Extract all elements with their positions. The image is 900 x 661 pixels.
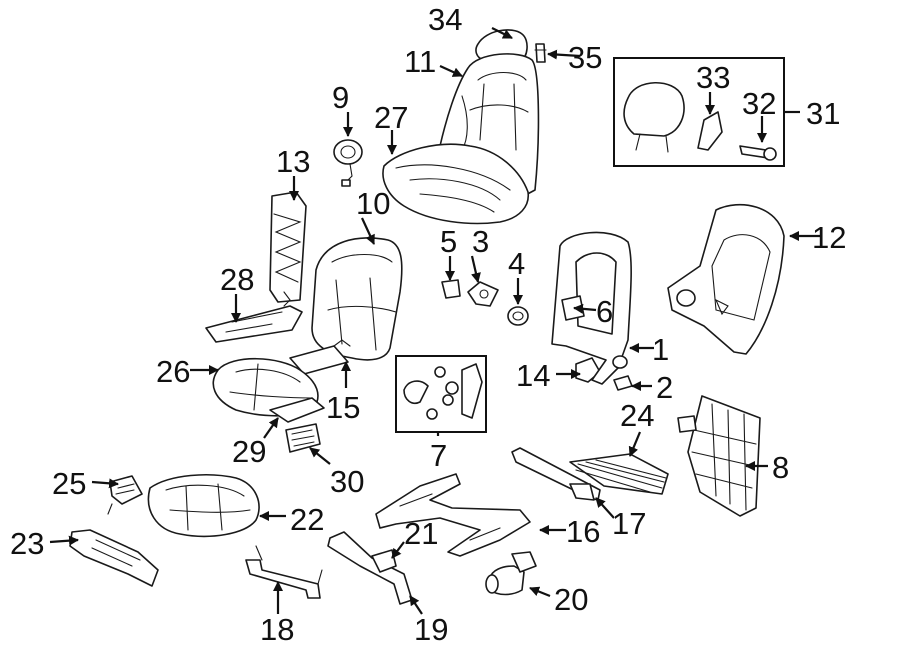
part-27-seat-cushion-assembly xyxy=(382,143,529,225)
callout-numbers: 34 35 11 9 27 33 32 31 10 13 12 5 3 4 6 … xyxy=(10,2,846,647)
callout-31: 31 xyxy=(806,96,840,131)
callout-3: 3 xyxy=(472,224,489,259)
callout-4: 4 xyxy=(508,246,525,281)
callout-2: 2 xyxy=(656,370,673,405)
part-23-side-trim xyxy=(69,529,159,587)
part-21-cross-member xyxy=(327,531,413,605)
callout-12: 12 xyxy=(812,220,846,255)
callout-11: 11 xyxy=(404,44,436,79)
part-28-cushion-pad xyxy=(205,305,303,343)
callout-8: 8 xyxy=(772,450,789,485)
callout-28: 28 xyxy=(220,262,254,297)
part-5-knob xyxy=(441,279,461,299)
callout-34: 34 xyxy=(428,2,462,37)
part-20-seat-motor xyxy=(485,551,537,596)
part-3-lever xyxy=(467,281,499,307)
callout-16: 16 xyxy=(566,514,600,549)
part-26-seat-cushion-cover xyxy=(212,357,319,417)
part-22-seat-pan xyxy=(147,474,260,538)
callout-32: 32 xyxy=(742,86,776,121)
kit-7-hardware-box xyxy=(395,355,487,433)
callout-5: 5 xyxy=(440,224,457,259)
callout-15: 15 xyxy=(326,390,360,425)
part-12-backrest-panel xyxy=(667,203,785,355)
callout-6: 6 xyxy=(596,294,613,329)
callout-20: 20 xyxy=(554,582,588,617)
callout-19: 19 xyxy=(414,612,448,647)
kit-31-headrest-assembly-box xyxy=(613,57,785,167)
callout-22: 22 xyxy=(290,502,324,537)
callout-1: 1 xyxy=(652,332,669,367)
part-25-connector xyxy=(107,475,143,515)
callout-24: 24 xyxy=(620,398,654,433)
callout-29: 29 xyxy=(232,434,266,469)
part-30-switch-module xyxy=(285,423,321,453)
callout-leaders xyxy=(49,27,822,615)
part-13-heater-element xyxy=(269,191,307,307)
callout-18: 18 xyxy=(260,612,294,647)
part-18-torsion-bar xyxy=(245,545,323,599)
callout-13: 13 xyxy=(276,144,310,179)
part-10-backrest-cushion xyxy=(311,237,403,361)
part-6-recliner-motor xyxy=(561,295,585,321)
callout-9: 9 xyxy=(332,80,349,115)
callout-17: 17 xyxy=(612,506,646,541)
callout-26: 26 xyxy=(156,354,190,389)
part-2-bushing xyxy=(613,375,633,391)
part-16-seat-track xyxy=(375,473,531,557)
callout-7: 7 xyxy=(430,438,447,473)
part-29-trim xyxy=(269,397,325,423)
callout-27: 27 xyxy=(374,100,408,135)
callout-25: 25 xyxy=(52,466,86,501)
part-1-backrest-frame xyxy=(551,231,632,385)
part-9-sensor-disk xyxy=(333,139,363,187)
callout-23: 23 xyxy=(10,526,44,561)
part-4-cap xyxy=(507,306,529,326)
part-17-seat-rail xyxy=(511,447,601,501)
callout-35: 35 xyxy=(568,40,602,75)
callout-33: 33 xyxy=(696,60,730,95)
part-8-lumbar-support xyxy=(677,395,761,517)
callout-21: 21 xyxy=(404,516,438,551)
part-35-headrest-guide xyxy=(534,43,547,63)
callout-30: 30 xyxy=(330,464,364,499)
part-24-spring-mat xyxy=(569,453,669,495)
callout-14: 14 xyxy=(516,358,550,393)
callout-10: 10 xyxy=(356,186,390,221)
